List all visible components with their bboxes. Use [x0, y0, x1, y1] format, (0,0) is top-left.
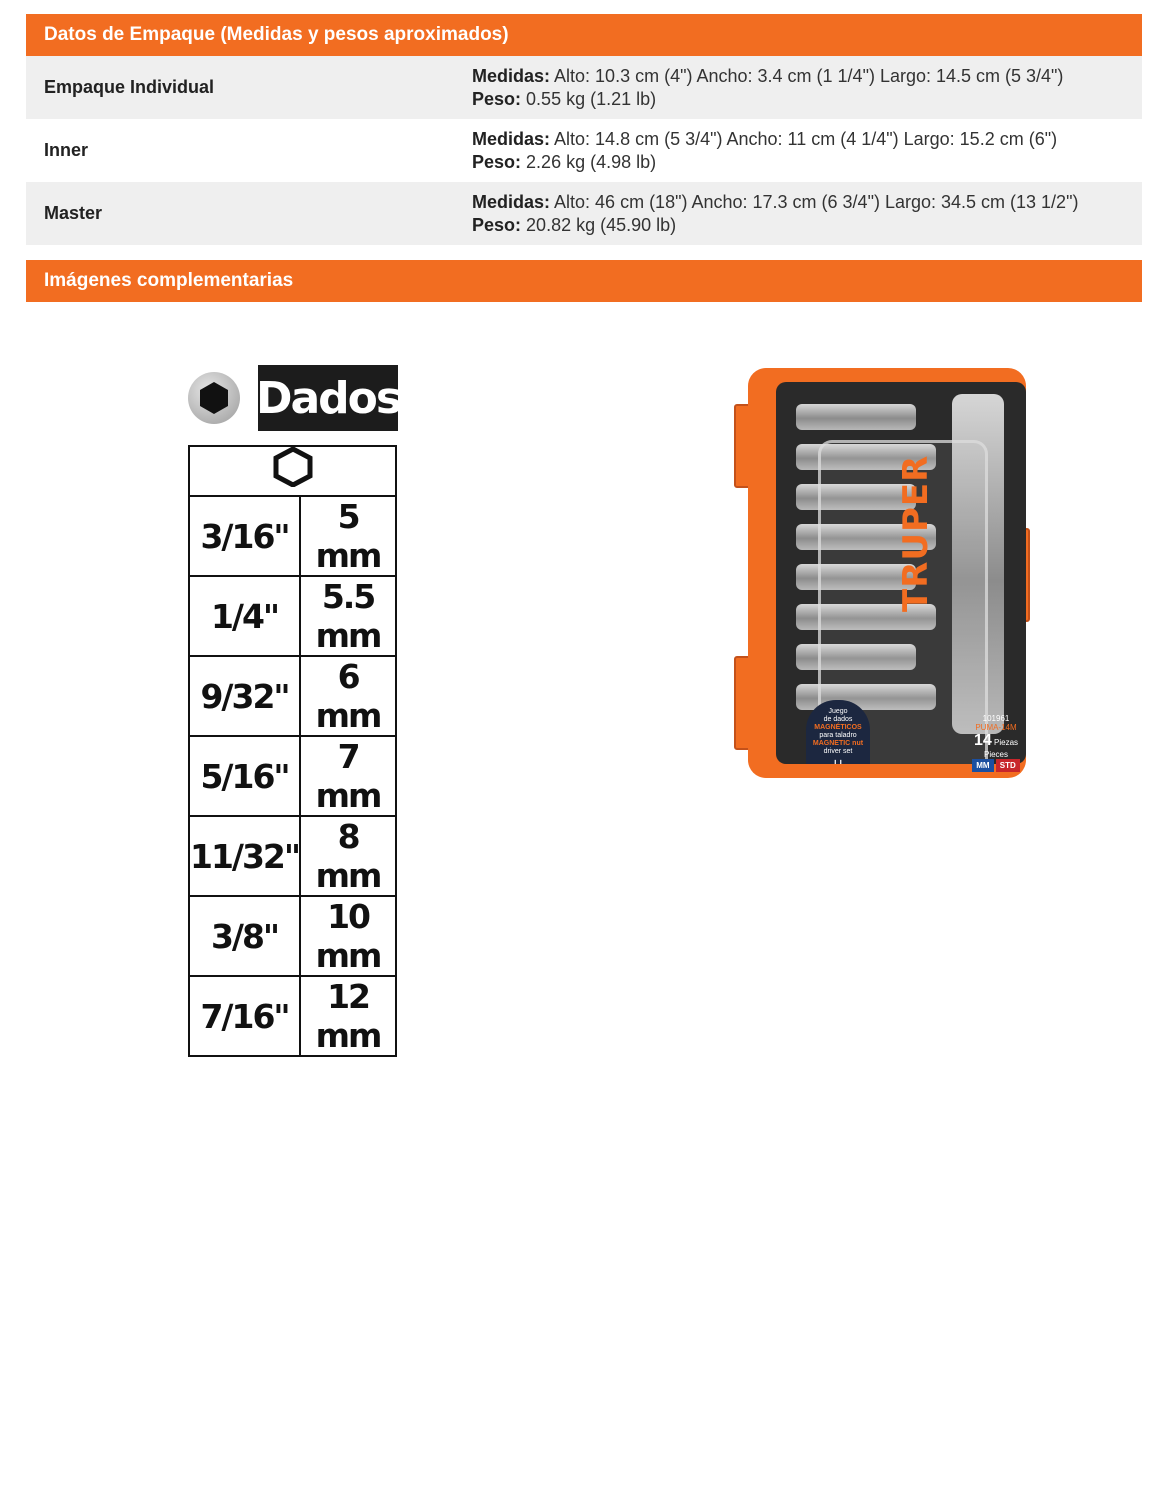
- badge-text: MAGNÉTICOS: [814, 724, 862, 731]
- sizes-table: 3/16" 5 mm 1/4" 5.5 mm 9/32" 6 mm 5/16" …: [187, 445, 397, 1057]
- hexagon-badge-icon: [188, 372, 240, 424]
- tag-std: STD: [995, 759, 1020, 772]
- size-inch: 3/8": [187, 895, 302, 977]
- product-code-badge: 101961 PUMA-14M 14 Piezas Pieces MM STD: [966, 714, 1026, 772]
- badge-text: de dados: [823, 716, 853, 723]
- packaging-row-label: Empaque Individual: [44, 77, 215, 97]
- size-inch: 5/16": [187, 735, 302, 817]
- size-mm: 5 mm: [299, 495, 397, 577]
- images-section-title: Imágenes complementarias: [44, 270, 294, 291]
- measures-value: Alto: 46 cm (18") Ancho: 17.3 cm (6 3/4"…: [554, 191, 1079, 212]
- measures-label: Medidas:: [472, 65, 551, 86]
- pieces-label: Pieces: [983, 750, 1008, 759]
- socket-bit: [796, 404, 916, 430]
- measures-label: Medidas:: [472, 191, 551, 212]
- packaging-section-header: Datos de Empaque (Medidas y pesos aproxi…: [26, 14, 1142, 56]
- dados-label: Dados: [256, 365, 402, 431]
- weight-value: 0.55 kg (1.21 lb): [526, 88, 657, 109]
- size-inch: 9/32": [187, 655, 302, 737]
- size-row: 7/16" 12 mm: [187, 975, 397, 1057]
- badge-text: MAGNETIC nut: [812, 740, 864, 747]
- weight-label: Peso:: [472, 151, 522, 172]
- product-code: 101961: [982, 714, 1010, 723]
- size-mm: 12 mm: [299, 975, 397, 1057]
- weight-value: 20.82 kg (45.90 lb): [526, 214, 677, 235]
- packaging-section-title: Datos de Empaque (Medidas y pesos aproxi…: [44, 24, 509, 45]
- badge-text: para taladro: [819, 732, 857, 739]
- product-model: PUMA-14M: [975, 723, 1017, 732]
- packaging-row-inner: Inner Medidas: Alto: 14.8 cm (5 3/4") An…: [26, 119, 1142, 182]
- hexagon-socket-icon: [188, 445, 397, 497]
- packaging-row-individual: Empaque Individual Medidas: Alto: 10.3 c…: [26, 56, 1142, 119]
- packaging-table: Empaque Individual Medidas: Alto: 10.3 c…: [26, 56, 1142, 245]
- size-mm: 7 mm: [299, 735, 397, 817]
- size-row: 5/16" 7 mm: [187, 735, 397, 817]
- pieces-label: Piezas: [994, 738, 1019, 747]
- brand-logo: TRUPER: [896, 454, 936, 612]
- size-inch: 11/32": [187, 815, 301, 897]
- measures-label: Medidas:: [472, 128, 551, 149]
- measures-value: Alto: 10.3 cm (4") Ancho: 3.4 cm (1 1/4"…: [554, 65, 1064, 86]
- piece-count: 14: [973, 732, 992, 749]
- socket-bit: [796, 644, 916, 670]
- case-body: TRUPER Juego de dados MAGNÉTICOS para ta…: [748, 368, 1030, 778]
- packaging-row-value: Medidas: Alto: 10.3 cm (4") Ancho: 3.4 c…: [472, 65, 1142, 111]
- product-badge: Juego de dados MAGNÉTICOS para taladro M…: [806, 700, 870, 764]
- size-mm: 10 mm: [299, 895, 397, 977]
- weight-label: Peso:: [472, 88, 522, 109]
- product-photo: TRUPER Juego de dados MAGNÉTICOS para ta…: [734, 368, 1030, 778]
- packaging-row-master: Master Medidas: Alto: 46 cm (18") Ancho:…: [26, 182, 1142, 245]
- weight-label: Peso:: [472, 214, 522, 235]
- packaging-row-label: Master: [44, 203, 103, 223]
- packaging-row-value: Medidas: Alto: 46 cm (18") Ancho: 17.3 c…: [472, 191, 1142, 237]
- size-inch: 1/4": [187, 575, 302, 657]
- size-mm: 8 mm: [299, 815, 397, 897]
- chart-heading: Dados: [188, 365, 402, 431]
- size-mm: 5.5 mm: [299, 575, 397, 657]
- sizes-table-header: [188, 445, 397, 497]
- case-tray: TRUPER Juego de dados MAGNÉTICOS para ta…: [776, 382, 1026, 764]
- size-row: 9/32" 6 mm: [187, 655, 397, 737]
- socket-sizes-chart: Dados 3/16" 5 mm 1/4" 5.5 mm 9/32" 6 mm …: [187, 365, 402, 1057]
- socket-bit: [796, 564, 916, 590]
- packaging-row-label: Inner: [44, 140, 89, 160]
- images-section-header: Imágenes complementarias: [26, 260, 1142, 302]
- size-inch: 7/16": [187, 975, 302, 1057]
- badge-text: Juego: [828, 708, 848, 715]
- size-row: 3/8" 10 mm: [187, 895, 397, 977]
- size-mm: 6 mm: [299, 655, 397, 737]
- weight-value: 2.26 kg (4.98 lb): [526, 151, 657, 172]
- size-inch: 3/16": [187, 495, 302, 577]
- badge-text: driver set: [823, 748, 853, 755]
- socket-bit: [796, 484, 916, 510]
- hexagon-icon: [200, 382, 228, 414]
- size-row: 1/4" 5.5 mm: [187, 575, 397, 657]
- measures-value: Alto: 14.8 cm (5 3/4") Ancho: 11 cm (4 1…: [554, 128, 1058, 149]
- tag-mm: MM: [972, 759, 994, 772]
- packaging-row-value: Medidas: Alto: 14.8 cm (5 3/4") Ancho: 1…: [472, 128, 1142, 174]
- size-row: 11/32" 8 mm: [187, 815, 397, 897]
- magnet-icon: ∪: [832, 755, 844, 764]
- size-row: 3/16" 5 mm: [187, 495, 397, 577]
